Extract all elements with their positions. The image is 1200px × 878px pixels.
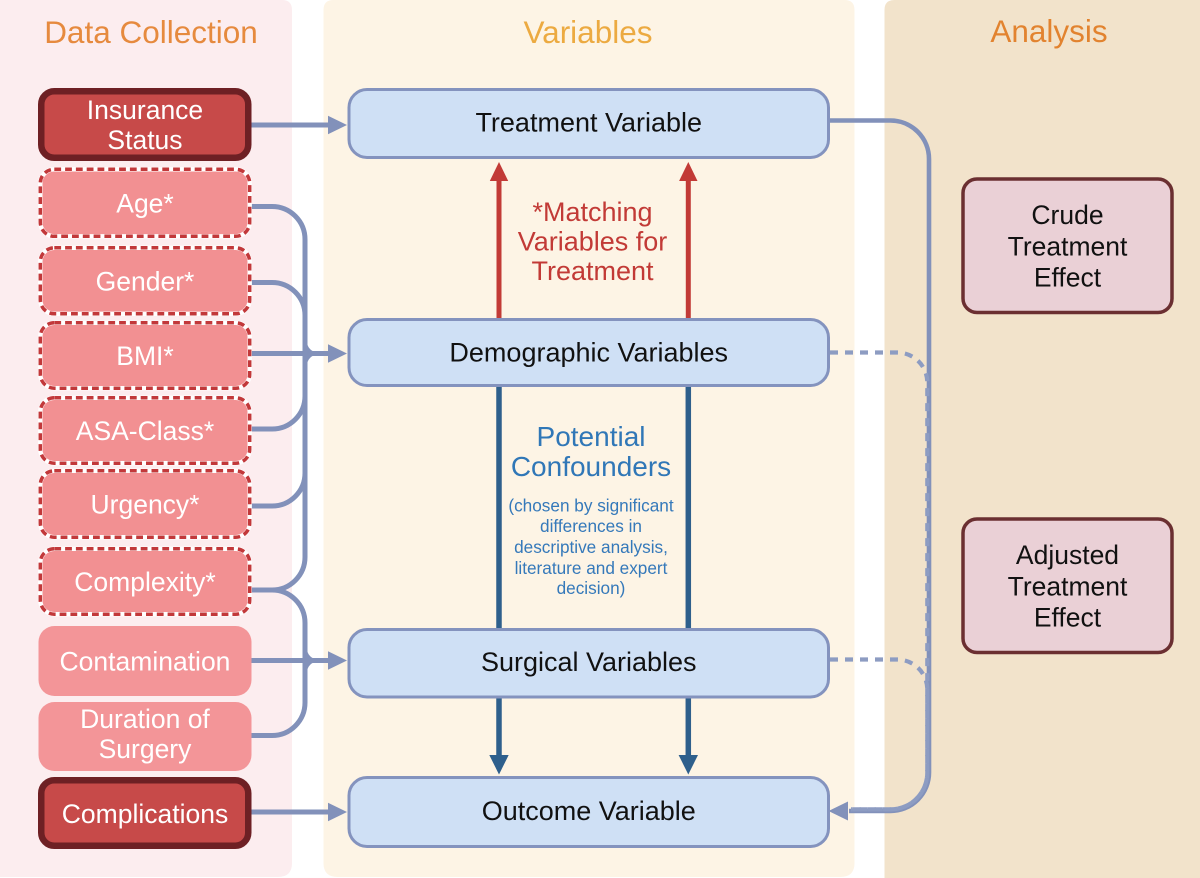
svg-text:Treatment: Treatment	[1008, 231, 1128, 261]
svg-text:Effect: Effect	[1034, 603, 1102, 633]
svg-text:Adjusted: Adjusted	[1016, 540, 1119, 570]
svg-text:Outcome Variable: Outcome Variable	[482, 796, 696, 826]
svg-text:decision): decision)	[557, 578, 626, 598]
svg-text:Duration of: Duration of	[80, 704, 210, 734]
svg-text:Effect: Effect	[1034, 263, 1102, 293]
svg-text:Analysis: Analysis	[990, 13, 1107, 49]
svg-text:Crude: Crude	[1031, 200, 1103, 230]
svg-text:Confounders: Confounders	[511, 451, 671, 482]
svg-text:Treatment: Treatment	[531, 256, 654, 286]
svg-text:*Matching: *Matching	[532, 197, 652, 227]
svg-text:Age*: Age*	[116, 189, 173, 219]
svg-text:Treatment Variable: Treatment Variable	[475, 108, 702, 138]
svg-text:Complications: Complications	[62, 799, 228, 829]
svg-text:Data Collection: Data Collection	[44, 14, 258, 50]
svg-text:Contamination: Contamination	[60, 647, 231, 677]
svg-text:Demographic Variables: Demographic Variables	[449, 338, 728, 368]
svg-text:Variables: Variables	[524, 14, 653, 50]
svg-text:ASA-Class*: ASA-Class*	[76, 416, 214, 446]
svg-text:Complexity*: Complexity*	[74, 567, 215, 597]
svg-text:Insurance: Insurance	[87, 95, 203, 125]
svg-text:Surgery: Surgery	[99, 734, 193, 764]
svg-text:BMI*: BMI*	[116, 341, 173, 371]
svg-text:Variables for: Variables for	[518, 227, 668, 257]
svg-text:Urgency*: Urgency*	[91, 490, 200, 520]
svg-text:Potential: Potential	[537, 421, 646, 452]
svg-text:descriptive analysis,: descriptive analysis,	[514, 537, 668, 557]
svg-text:literature and expert: literature and expert	[515, 558, 668, 578]
svg-text:Gender*: Gender*	[96, 267, 195, 297]
svg-text:Surgical Variables: Surgical Variables	[481, 647, 697, 677]
svg-text:(chosen by significant: (chosen by significant	[508, 496, 674, 516]
svg-text:Treatment: Treatment	[1008, 571, 1128, 601]
svg-text:differences in: differences in	[540, 516, 642, 536]
svg-text:Status: Status	[107, 125, 182, 155]
